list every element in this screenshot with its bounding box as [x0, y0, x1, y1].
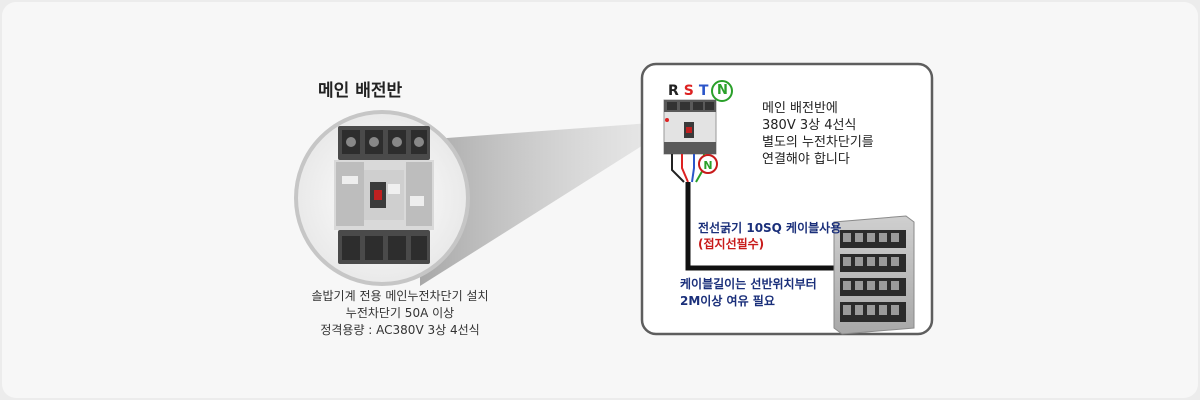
note-line-3: 별도의 누전차단기를: [762, 135, 874, 150]
cable-length-line-2: 2M이상 여유 필요: [680, 294, 775, 308]
zoom-beam: [420, 122, 664, 286]
note-line-1: 메인 배전반에: [762, 101, 838, 116]
shelf-cabinet-image: [833, 215, 915, 335]
cable-spec-text: 전선굵기 10SQ 케이블사용: [698, 221, 842, 235]
phase-label-r: R: [668, 83, 679, 99]
caption-line-2: 누전차단기 50A 이상: [345, 306, 455, 320]
cable-spec-label: 전선굵기 10SQ 케이블사용 (접지선필수): [698, 220, 841, 252]
neutral-ring-label: N: [703, 159, 712, 172]
wire-t: [691, 154, 695, 183]
main-panel-caption: 솔밥기계 전용 메인누전차단기 설치 누전차단기 50A 이상 정격용량 : A…: [280, 288, 520, 339]
cable-ground-text: (접지선필수): [698, 237, 765, 251]
caption-line-3: 정격용량 : AC380V 3상 4선식: [320, 323, 480, 337]
wire-s: [681, 154, 689, 183]
phase-label-s: S: [683, 83, 694, 99]
neutral-ring: [698, 154, 718, 174]
wire-r: [671, 154, 685, 183]
install-note: 메인 배전반에 380V 3상 4선식 별도의 누전차단기를 연결해야 합니다: [762, 100, 874, 168]
cable-length-line-1: 케이블길이는 선반위치부터: [680, 277, 817, 291]
note-line-4: 연결해야 합니다: [762, 152, 850, 167]
main-panel-title: 메인 배전반: [318, 81, 403, 101]
note-line-2: 380V 3상 4선식: [762, 118, 857, 133]
phase-label-t: T: [698, 83, 709, 99]
phase-label-n: N: [711, 80, 734, 102]
caption-line-1: 솔밥기계 전용 메인누전차단기 설치: [311, 289, 489, 303]
small-breaker-image: [663, 99, 717, 155]
cable-length-label: 케이블길이는 선반위치부터 2M이상 여유 필요: [680, 276, 817, 310]
main-cable: [685, 182, 836, 271]
breaker-image: [334, 126, 434, 264]
